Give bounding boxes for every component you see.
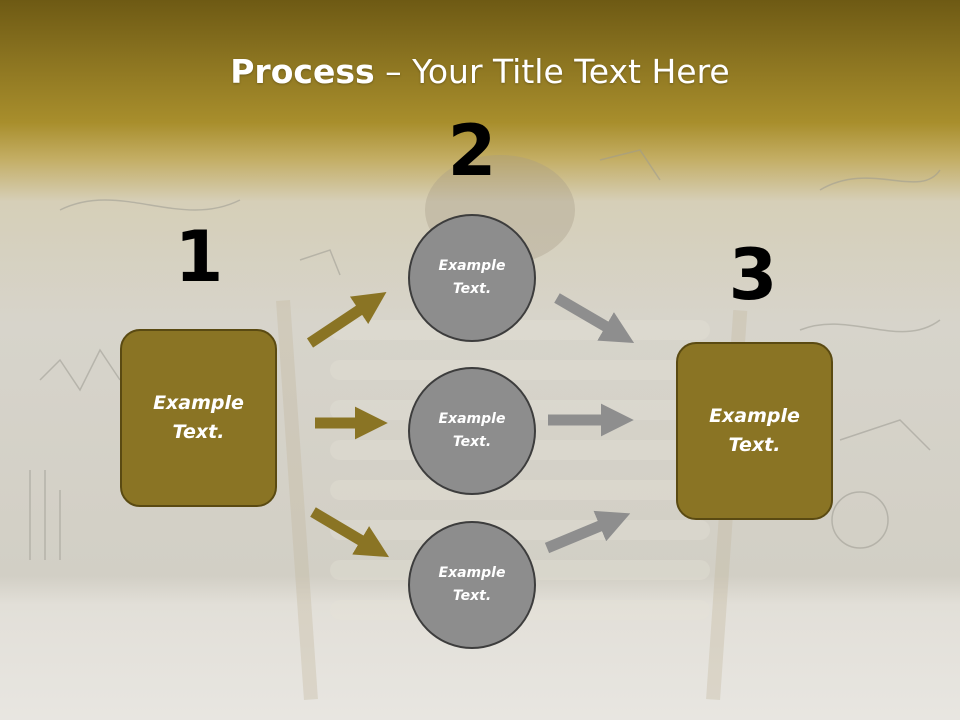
arrow-gold-up	[306, 292, 387, 348]
arrow-gold-down	[310, 507, 390, 558]
circle-top[interactable]: Example Text.	[408, 214, 536, 342]
circle-middle-text: Example Text.	[438, 411, 506, 450]
arrow-gray-down	[554, 293, 635, 343]
step-number-2: 2	[447, 110, 497, 192]
step-box-1-text: Example Text.	[153, 392, 244, 443]
step-number-3: 3	[728, 234, 778, 316]
title-bold: Process	[230, 52, 375, 91]
step-box-3[interactable]: Example Text.	[676, 342, 833, 520]
page-title: Process – Your Title Text Here	[0, 52, 960, 91]
circle-bottom[interactable]: Example Text.	[408, 521, 536, 649]
step-box-1[interactable]: Example Text.	[120, 329, 277, 507]
title-rest: – Your Title Text Here	[374, 52, 730, 91]
step-box-3-text: Example Text.	[709, 405, 800, 456]
circle-top-text: Example Text.	[438, 258, 506, 297]
arrow-gray-up	[544, 510, 631, 554]
circle-bottom-text: Example Text.	[438, 565, 506, 604]
circle-middle[interactable]: Example Text.	[408, 367, 536, 495]
step-number-1: 1	[174, 216, 224, 298]
